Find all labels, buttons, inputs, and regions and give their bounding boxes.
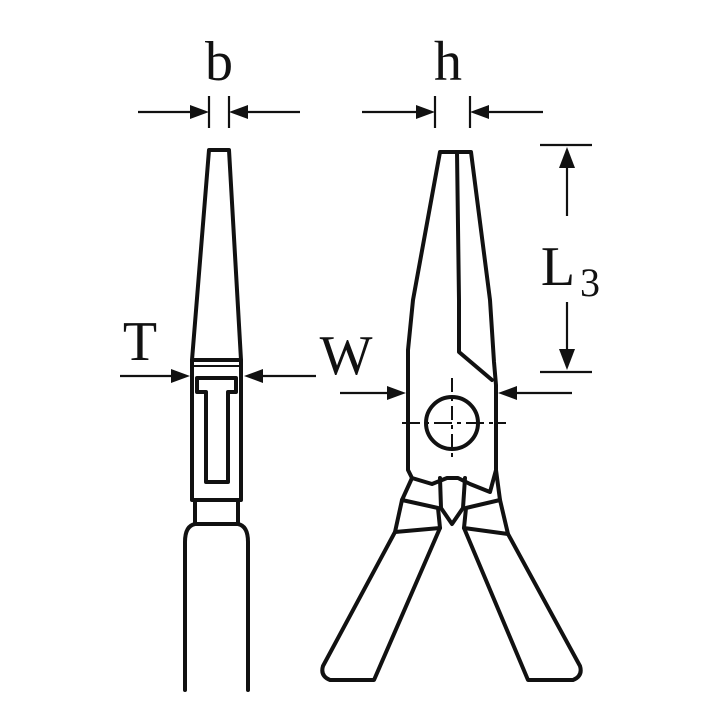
front-view-left-ferrule	[393, 498, 442, 534]
side-view-joint-block	[190, 358, 243, 502]
dimension-t-label: T	[123, 311, 157, 373]
dimension-b-label: b	[205, 31, 233, 93]
dimension-b: b	[138, 31, 300, 128]
front-view-jaw-seam	[455, 150, 494, 382]
front-view-left-handle	[320, 526, 442, 682]
dimension-w-label: W	[320, 325, 373, 387]
dimension-l3: L 3	[540, 143, 600, 374]
pliers-side-view	[183, 148, 250, 692]
dimension-l3-label: L	[541, 236, 575, 298]
front-view-right-handle	[462, 526, 583, 682]
side-view-joint-slot	[195, 376, 238, 484]
dimension-l3-subscript: 3	[580, 260, 600, 305]
side-view-handle	[183, 522, 250, 692]
dimension-h: h	[362, 31, 543, 128]
front-view-right-ferrule	[462, 498, 510, 536]
side-view-neck	[193, 498, 240, 526]
dimension-h-label: h	[434, 31, 462, 93]
dimension-t: T	[120, 311, 316, 383]
pliers-front-view	[320, 150, 583, 682]
side-view-jaw-tip	[190, 148, 243, 362]
dimension-w: W	[320, 325, 572, 400]
front-view-lower-head	[400, 468, 502, 526]
